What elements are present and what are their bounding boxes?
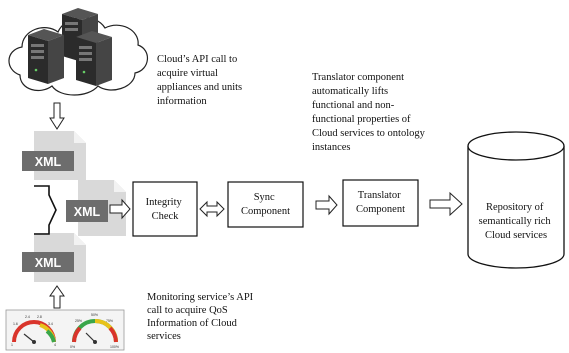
- cloud-api-annotation: Cloud’s API call to acquire virtual appl…: [157, 54, 245, 107]
- gauge-tick: 4: [54, 343, 56, 347]
- translator-note-line: instances: [312, 142, 351, 153]
- integrity-check-box: Integrity Check: [132, 181, 198, 237]
- gauge-tick: 2.4: [25, 315, 30, 319]
- right-gauge: 50% 25% 75% 0% 100%: [70, 313, 119, 349]
- xml-label: XML: [74, 205, 101, 219]
- translator-note-line: functional properties of: [312, 114, 411, 125]
- integrity-label-line: Integrity: [146, 197, 183, 208]
- bidirectional-arrow-icon: [199, 200, 225, 218]
- right-arrow-icon: [109, 198, 131, 220]
- translator-note-line: Translator component: [312, 72, 404, 83]
- merge-connector: [34, 185, 57, 235]
- translator-annotation: Translator component automatically lifts…: [312, 72, 428, 153]
- up-arrow-icon: [49, 285, 65, 309]
- svg-text:Translator Component: Translator Component: [356, 190, 405, 215]
- right-arrow-icon: [315, 194, 338, 216]
- monitoring-line: Monitoring service’s API: [147, 292, 254, 303]
- monitoring-line: Information of Cloud: [147, 318, 238, 329]
- sync-label-line: Sync: [254, 192, 275, 203]
- cloud-servers-icon: [8, 8, 148, 96]
- sync-component-box: Sync Component: [227, 181, 304, 228]
- gauge-tick: 1: [11, 343, 13, 347]
- left-gauge: 1.6 2.4 2.8 3.4 1 4: [11, 315, 56, 347]
- translator-note-line: automatically lifts: [312, 86, 388, 97]
- gauge-tick: 3.4: [48, 322, 53, 326]
- svg-text:Integrity Check: Integrity Check: [146, 197, 185, 222]
- cloud-api-line: acquire virtual: [157, 68, 218, 79]
- monitoring-line: call to acquire QoS: [147, 305, 228, 316]
- gauge-tick: 75%: [106, 319, 113, 323]
- cloud-api-line: Cloud’s API call to: [157, 54, 237, 65]
- repository-label-line: Repository of: [486, 202, 544, 213]
- xml-document-icon: XML: [22, 233, 86, 282]
- monitoring-line: services: [147, 331, 181, 342]
- translator-note-line: functional and non-: [312, 100, 395, 111]
- gauge-tick: 50%: [91, 313, 98, 317]
- translator-label-line: Component: [356, 204, 405, 215]
- integrity-label-line: Check: [152, 211, 180, 222]
- down-arrow-icon: [49, 102, 65, 130]
- svg-text:Sync Component: Sync Component: [241, 192, 290, 217]
- cloud-api-line: appliances and units: [157, 82, 242, 93]
- svg-text:Repository of semantical: Repository of semantically rich Cloud se…: [479, 202, 554, 241]
- xml-label: XML: [35, 256, 62, 270]
- gauge-tick: 25%: [75, 319, 82, 323]
- gauge-tick: 2.8: [37, 315, 42, 319]
- gauge-tick: 100%: [110, 345, 119, 349]
- translator-label-line: Translator: [358, 190, 401, 201]
- repository-cylinder: Repository of semantically rich Cloud se…: [467, 131, 565, 269]
- gauge-tick: 1.6: [13, 322, 18, 326]
- right-arrow-icon: [429, 191, 463, 217]
- gauge-tick: 0%: [70, 345, 75, 349]
- xml-label: XML: [35, 155, 62, 169]
- repository-label-line: Cloud services: [485, 230, 547, 241]
- xml-document-icon: XML: [66, 180, 126, 236]
- cloud-api-line: information: [157, 96, 207, 107]
- monitoring-annotation: Monitoring service’s API call to acquire…: [147, 292, 256, 342]
- repository-label-line: semantically rich: [479, 216, 552, 227]
- translator-component-box: Translator Component: [342, 179, 419, 227]
- qos-gauges-icon: 1.6 2.4 2.8 3.4 1 4 50% 25% 75% 0% 100%: [5, 309, 125, 351]
- sync-label-line: Component: [241, 206, 290, 217]
- xml-document-icon: XML: [22, 131, 86, 180]
- translator-note-line: Cloud services to ontology: [312, 128, 426, 139]
